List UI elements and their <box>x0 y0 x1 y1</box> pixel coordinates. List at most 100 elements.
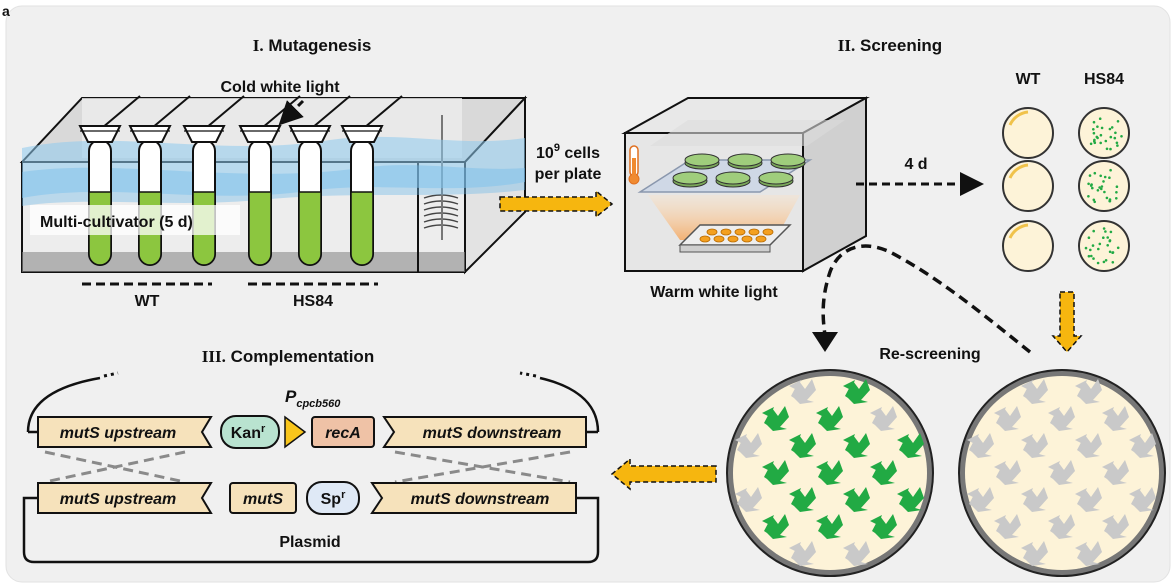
colony-patch <box>1129 487 1156 512</box>
colony-patch <box>1102 514 1129 539</box>
colony-patch <box>762 460 789 485</box>
colony-dot <box>1120 135 1123 138</box>
colony-patch <box>1048 460 1075 485</box>
colony-dot <box>1100 185 1104 188</box>
colony-patch <box>1021 541 1048 566</box>
incubator-plate <box>672 171 708 188</box>
colony-dot <box>1103 175 1107 179</box>
colony-dot <box>1099 133 1103 137</box>
select-arrow <box>1051 291 1083 354</box>
colony-dot <box>1115 185 1119 188</box>
colony-dot <box>1099 141 1102 145</box>
colony-dot <box>1108 239 1112 242</box>
colony-dot <box>1108 127 1112 131</box>
colony-dot <box>1106 236 1109 239</box>
colony-patch <box>897 433 924 458</box>
colony-patch <box>1048 514 1075 539</box>
culture-tube <box>340 95 403 266</box>
colony-dot <box>1092 128 1095 131</box>
colony-patch <box>789 433 816 458</box>
incubator-plate <box>770 153 806 170</box>
colony-dot <box>1095 135 1099 139</box>
plasmid-backbone <box>22 496 600 564</box>
genome-mutS-downstream-label: mutS downstream <box>423 425 562 442</box>
lamp-bulb <box>720 228 732 236</box>
colony-dot <box>1102 180 1105 183</box>
genome-row: mutS upstream Kanr recA mutS downstream <box>37 415 587 449</box>
colony-dot <box>1093 138 1096 142</box>
sp-marker-label: Spr <box>321 489 346 508</box>
hs84-plate <box>1078 220 1130 272</box>
genome-mutS-downstream-box <box>382 416 587 448</box>
colony-patch <box>994 460 1021 485</box>
device-label: Multi-cultivator (5 d) <box>40 214 193 231</box>
cells-per-plate-label: per plate <box>535 166 602 183</box>
promoter-label: Pcpcb560 <box>285 387 341 410</box>
colony-dot <box>1089 248 1092 252</box>
genome-arc-left <box>26 376 101 433</box>
colony-patch <box>843 487 870 512</box>
hs84-group-label: HS84 <box>293 293 333 310</box>
mutagenesis-title: I. Mutagenesis <box>253 36 372 55</box>
colony-dot <box>1096 189 1100 192</box>
colony-dot <box>1092 257 1095 260</box>
colony-patch <box>789 541 816 566</box>
colony-patch <box>1075 433 1102 458</box>
colony-patch <box>967 487 994 512</box>
colony-dot <box>1100 126 1104 130</box>
colony-dot <box>1092 131 1096 135</box>
colony-patch <box>870 514 897 539</box>
colony-dot <box>1089 142 1093 146</box>
promoter-triangle <box>284 415 307 449</box>
lamp-bulb <box>734 228 746 236</box>
colony-dot <box>1109 230 1113 234</box>
colony-patch <box>816 460 843 485</box>
colony-patch <box>1102 406 1129 431</box>
complement-arrow <box>610 457 717 491</box>
mutS-gene-box <box>229 482 297 514</box>
colony-patch <box>1021 379 1048 404</box>
colony-dot <box>1111 261 1115 264</box>
colony-dot <box>1108 199 1112 203</box>
colony-dot <box>1098 242 1102 246</box>
colony-dot <box>1116 144 1119 147</box>
rescreen-plate-mutant <box>726 369 934 577</box>
colony-patch <box>789 487 816 512</box>
colony-patch <box>816 514 843 539</box>
colony-dot <box>1104 259 1108 262</box>
colony-patch <box>735 433 762 458</box>
colony-patch <box>1129 433 1156 458</box>
colony-patch <box>735 487 762 512</box>
incubator-plate <box>727 153 763 170</box>
colony-dot <box>1104 230 1107 233</box>
colony-dot <box>1116 246 1120 250</box>
colony-dot <box>1110 126 1114 129</box>
incubator <box>621 96 870 273</box>
rescreen-curve <box>821 244 1032 354</box>
lamp-bulb <box>762 228 774 236</box>
colony-patch <box>843 541 870 566</box>
colony-dot <box>1088 174 1092 177</box>
colony-dot <box>1084 246 1088 250</box>
colony-patch <box>843 379 870 404</box>
colony-patch <box>897 487 924 512</box>
screening-plates <box>1002 107 1130 272</box>
recA-label: recA <box>325 425 361 442</box>
colony-patch <box>816 406 843 431</box>
cold-light-label: Cold white light <box>220 79 340 96</box>
colony-dot <box>1093 171 1097 175</box>
rescreen-plate-wildtype <box>958 369 1166 577</box>
colony-dot <box>1087 182 1090 186</box>
incubator-plate <box>715 171 751 188</box>
incubator-plates <box>672 153 806 188</box>
colony-dot <box>1109 168 1112 172</box>
plates-wt-label: WT <box>1016 71 1041 88</box>
colony-patch <box>1075 541 1102 566</box>
colony-dot <box>1108 176 1111 179</box>
plasmid-mutS-downstream-box <box>370 482 577 514</box>
colony-dot <box>1087 236 1091 239</box>
colony-dot <box>1090 183 1093 186</box>
plasmid-row: mutS upstream mutS Spr mutS downstream P… <box>22 481 600 564</box>
plasmid-mutS-downstream-label: mutS downstream <box>411 491 550 508</box>
lamp-bulb <box>727 235 739 243</box>
